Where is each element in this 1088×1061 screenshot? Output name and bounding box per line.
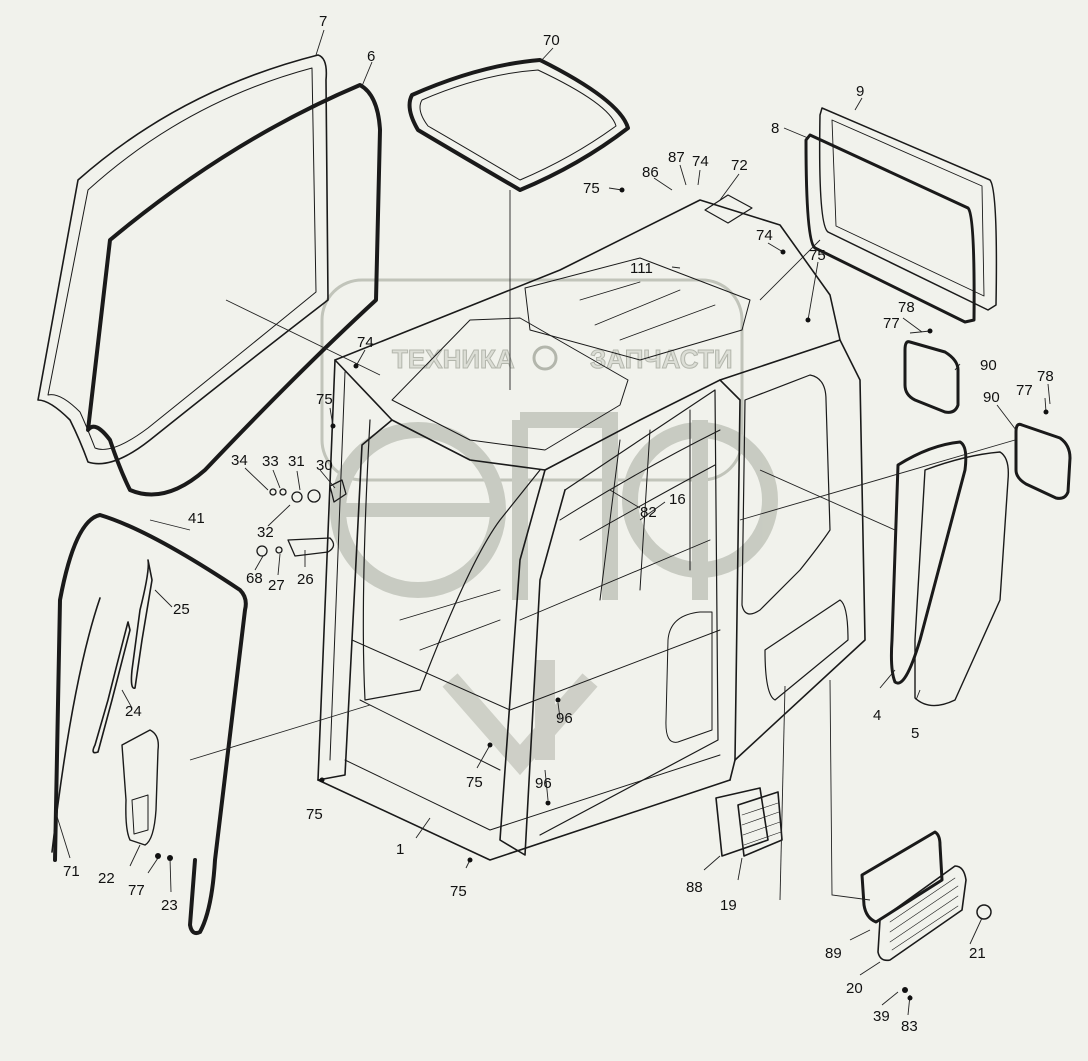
callout-9: 9 — [856, 83, 864, 100]
part-front-glass-seal — [86, 83, 382, 497]
callout-27: 27 — [268, 577, 285, 594]
callout-41: 41 — [188, 510, 205, 527]
callout-89: 89 — [825, 945, 842, 962]
callout-90-lower: 90 — [983, 389, 1000, 406]
callout-111: 111 — [630, 260, 653, 277]
callout-75-top: 75 — [583, 180, 600, 197]
callout-77-lower: 77 — [1016, 382, 1033, 399]
watermark: ТЕХНИКА ЗАПЧАСТИ — [320, 278, 778, 776]
callout-74-right: 74 — [756, 227, 773, 244]
part-front-glass — [37, 54, 329, 465]
part-rear-glass-seal — [804, 133, 976, 324]
callout-82: 82 — [640, 504, 657, 521]
part-filter-frame — [715, 787, 769, 857]
part-grille — [877, 865, 967, 962]
callout-74-left: 74 — [357, 334, 374, 351]
part-grille-knob — [976, 904, 992, 920]
part-wiper-motor — [121, 729, 160, 846]
callout-19: 19 — [720, 897, 737, 914]
part-cab-frame — [317, 199, 866, 861]
part-wiper-rod — [51, 597, 101, 853]
part-latch-hardware — [256, 479, 347, 557]
callout-88: 88 — [686, 879, 703, 896]
callout-26: 26 — [297, 571, 314, 588]
callout-16: 16 — [669, 491, 686, 508]
watermark-text-left: ТЕХНИКА — [392, 344, 515, 374]
callout-75-left: 75 — [316, 391, 333, 408]
callout-39: 39 — [873, 1008, 890, 1025]
leader-lines — [54, 29, 1051, 1016]
callout-83: 83 — [901, 1018, 918, 1035]
callout-24: 24 — [125, 703, 142, 720]
callout-90-upper: 90 — [980, 357, 997, 374]
callout-87: 87 — [668, 149, 685, 166]
callout-20: 20 — [846, 980, 863, 997]
callout-6: 6 — [367, 48, 375, 65]
part-wiper-arm — [92, 621, 131, 754]
callout-25: 25 — [173, 601, 190, 618]
callout-78-upper: 78 — [898, 299, 915, 316]
callout-7: 7 — [319, 13, 327, 30]
part-vent-lower — [1014, 422, 1072, 500]
fastener-dots — [155, 187, 1049, 1001]
part-side-glass — [914, 451, 1010, 707]
callout-74-top: 74 — [692, 153, 709, 170]
part-wiper-blade — [130, 559, 153, 689]
part-filter-element-mesh — [741, 802, 782, 846]
part-roof-seal-inner — [419, 69, 617, 181]
part-rear-glass — [818, 107, 998, 311]
callout-75-center: 75 — [466, 774, 483, 791]
part-grille-mesh — [889, 877, 959, 951]
callout-77-wiper: 77 — [128, 882, 145, 899]
callout-70: 70 — [543, 32, 560, 49]
callout-34: 34 — [231, 452, 248, 469]
callout-68: 68 — [246, 570, 263, 587]
callout-1: 1 — [396, 841, 404, 858]
callout-32: 32 — [257, 524, 274, 541]
callout-86: 86 — [642, 164, 659, 181]
part-side-glass-seal — [889, 440, 968, 685]
part-front-lower-seal — [53, 513, 248, 936]
part-grille-seal — [860, 830, 944, 924]
part-roof-seal — [407, 58, 630, 192]
callout-31: 31 — [288, 453, 305, 470]
callout-5: 5 — [911, 725, 919, 742]
callout-71: 71 — [63, 863, 80, 880]
callout-30: 30 — [316, 457, 333, 474]
part-filter-element — [737, 791, 783, 857]
callout-72: 72 — [731, 157, 748, 174]
callout-33: 33 — [262, 453, 279, 470]
callout-21: 21 — [969, 945, 986, 962]
callout-78-lower: 78 — [1037, 368, 1054, 385]
callout-96-lower: 96 — [535, 775, 552, 792]
watermark-text-right: ЗАПЧАСТИ — [590, 344, 733, 374]
callout-96-upper: 96 — [556, 710, 573, 727]
callout-labels: 7 6 70 9 8 87 86 74 72 75 74 75 111 78 7… — [63, 13, 1054, 1035]
part-wiper-motor-body — [131, 794, 149, 835]
part-vent-upper — [903, 340, 960, 414]
callout-75-base-front: 75 — [450, 883, 467, 900]
callout-77-upper: 77 — [883, 315, 900, 332]
callout-75-base-left: 75 — [306, 806, 323, 823]
callout-4: 4 — [873, 707, 881, 724]
callout-75-right: 75 — [809, 247, 826, 264]
callout-23: 23 — [161, 897, 178, 914]
callout-22: 22 — [98, 870, 115, 887]
callout-8: 8 — [771, 120, 779, 137]
